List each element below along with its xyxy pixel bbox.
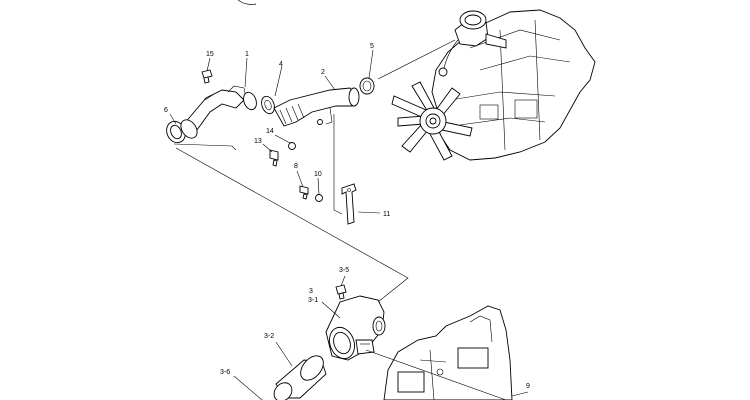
callout-6: 6 (164, 107, 168, 114)
assembly-line (173, 143, 237, 151)
washer-14 (288, 142, 296, 150)
hose-clamp-5 (359, 77, 375, 95)
callout-11: 11 (383, 211, 390, 218)
arc-fragment (237, 0, 257, 5)
engine-block (431, 9, 596, 161)
leader-line (365, 349, 507, 400)
bolt-13 (269, 149, 279, 167)
assembly-line (333, 114, 343, 215)
callout-3: 3 (309, 288, 313, 295)
callout-10: 10 (314, 171, 322, 178)
callout-13: 13 (254, 138, 262, 145)
callout-9: 9 (526, 383, 530, 390)
callout-3-2: 3-2 (264, 333, 274, 340)
callout-3-6: 3-6 (220, 369, 230, 376)
callout-3-1: 3-1 (308, 297, 318, 304)
fitting-3-5 (335, 284, 347, 300)
radiator-frame-9 (383, 305, 513, 400)
cooling-fan (391, 81, 473, 161)
callout-5: 5 (370, 43, 374, 50)
hose-3-2 (273, 355, 327, 400)
callout-3-5: 3-5 (339, 267, 349, 274)
bolt-15 (201, 69, 213, 84)
washer-10 (315, 194, 323, 202)
callout-15: 15 (206, 51, 214, 58)
callout-4: 4 (279, 61, 283, 68)
callout-1: 1 (245, 51, 249, 58)
water-pipe-2 (273, 87, 360, 127)
hose-clamp-4 (243, 91, 275, 115)
bolt-8 (299, 185, 309, 200)
bracket-11 (341, 183, 357, 225)
assembly-line (175, 147, 409, 303)
callout-8: 8 (294, 163, 298, 170)
callout-14: 14 (266, 128, 274, 135)
leader-line (377, 39, 456, 80)
radiator-hose-1 (180, 85, 247, 139)
callout-2: 2 (321, 69, 325, 76)
thermostat-housing-3-1 (325, 295, 386, 361)
